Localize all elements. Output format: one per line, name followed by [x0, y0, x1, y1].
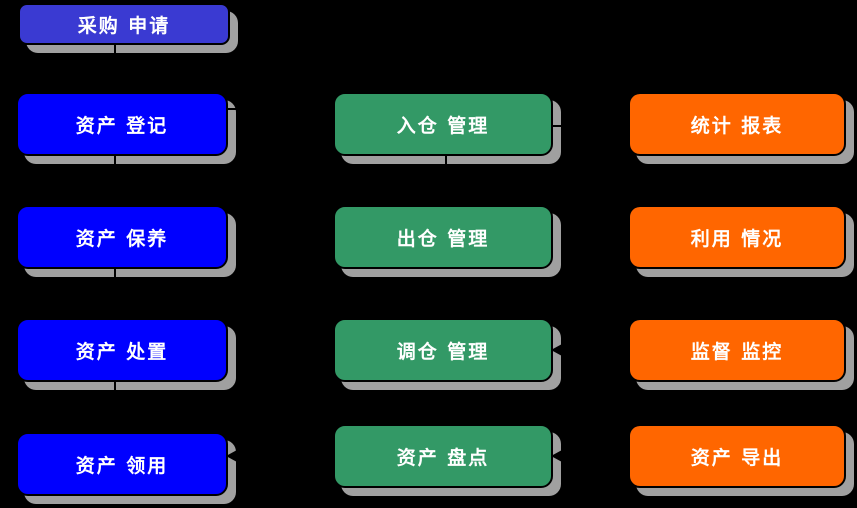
- node-asset-requisition: 资产 领用: [16, 432, 228, 496]
- node-procurement-request: 采购 申请: [18, 3, 230, 45]
- node-label: 资产 登记: [75, 114, 169, 137]
- node-transfer-management: 调仓 管理: [333, 318, 553, 382]
- node-label: 资产 盘点: [396, 446, 490, 469]
- arrowhead-into-asset-inventory-icon: [551, 450, 562, 462]
- node-label: 利用 情况: [690, 227, 784, 250]
- node-utilization-status: 利用 情况: [628, 205, 846, 269]
- connector-line-monitoring-transfer: [552, 349, 630, 351]
- node-label: 采购 申请: [77, 14, 171, 37]
- node-asset-maintenance: 资产 保养: [16, 205, 228, 269]
- node-label: 统计 报表: [690, 114, 784, 137]
- arrowhead-into-transfer-management-icon: [551, 344, 562, 356]
- node-inbound-management: 入仓 管理: [333, 92, 553, 156]
- connector-line-export-inventory: [552, 455, 630, 457]
- node-label: 出仓 管理: [396, 227, 490, 250]
- connector-line-inbound-outbound: [445, 155, 447, 210]
- node-label: 资产 保养: [75, 227, 169, 250]
- node-label: 监督 监控: [690, 340, 784, 363]
- node-asset-export: 资产 导出: [628, 424, 846, 488]
- node-asset-disposal: 资产 处置: [16, 318, 228, 382]
- node-label: 资产 处置: [75, 340, 169, 363]
- node-label: 资产 导出: [690, 446, 784, 469]
- node-outbound-management: 出仓 管理: [333, 205, 553, 269]
- node-statistical-reports: 统计 报表: [628, 92, 846, 156]
- node-label: 入仓 管理: [396, 114, 490, 137]
- arrowhead-into-asset-requisition-icon: [226, 450, 237, 462]
- node-asset-registration: 资产 登记: [16, 92, 228, 156]
- node-label: 调仓 管理: [396, 340, 490, 363]
- node-label: 资产 领用: [75, 454, 169, 477]
- connector-line-registration-inbound: [228, 108, 335, 110]
- node-supervision-monitoring: 监督 监控: [628, 318, 846, 382]
- connector-line-inventory-requisition: [228, 455, 335, 457]
- connector-line-inbound-reports: [552, 125, 630, 127]
- node-asset-inventory: 资产 盘点: [333, 424, 553, 488]
